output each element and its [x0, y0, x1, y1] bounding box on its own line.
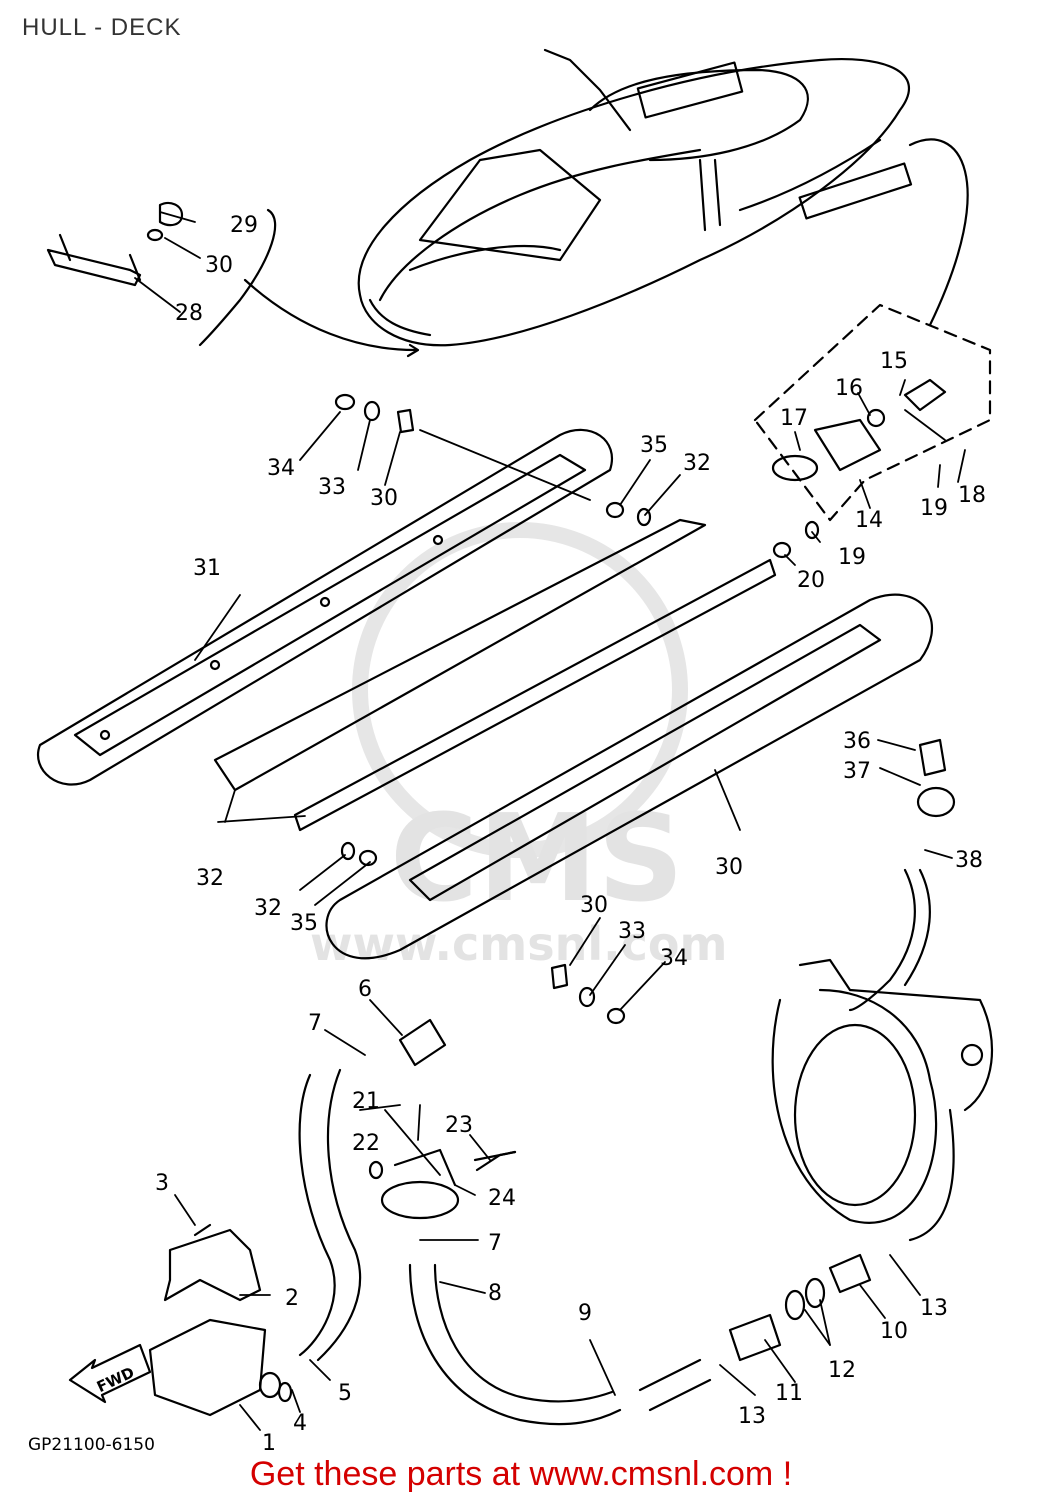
callout-37: 37 [843, 759, 871, 784]
fwd-label: FWD [94, 1363, 137, 1396]
bracket [163, 1228, 262, 1302]
callout-21: 21 [352, 1089, 380, 1114]
vent-hose [848, 868, 916, 1012]
gunwale-rail-28 [325, 593, 933, 960]
callout-20: 20 [797, 568, 825, 593]
callout-31: 32 [196, 866, 224, 891]
water-hoses [298, 1068, 712, 1426]
callout-36: 36 [843, 729, 871, 754]
part-code: GP21100-6150 [28, 1435, 155, 1450]
callout-30: 30 [370, 486, 398, 511]
callout-38: 38 [955, 848, 983, 873]
callout-15: 15 [880, 349, 908, 374]
callout-2: 2 [285, 1286, 299, 1311]
fittings [728, 1253, 872, 1362]
callout-10: 10 [880, 1319, 908, 1344]
callout-24: 24 [488, 1186, 516, 1211]
parts-link[interactable]: Get these parts at www.cmsnl.com ! [249, 1455, 793, 1493]
muffler-housing [771, 958, 994, 1242]
callout-29: 31 [193, 556, 221, 581]
callout-23: 23 [445, 1113, 473, 1138]
leader-lines [134, 211, 966, 1431]
callout-7b: 7 [488, 1231, 502, 1256]
arrow-to-hull [243, 278, 417, 352]
callout-16: 16 [835, 376, 863, 401]
callout-12: 12 [828, 1358, 856, 1383]
callout-33: 33 [318, 475, 346, 500]
callout-13b: 13 [920, 1296, 948, 1321]
callout-35: 35 [640, 433, 668, 458]
watermark: CMS www.cmsnl.com [310, 522, 727, 971]
callout-5: 5 [338, 1381, 352, 1406]
water-box [148, 1318, 282, 1417]
gunwale-rail-29 [37, 428, 613, 786]
callout-7a: 7 [308, 1011, 322, 1036]
callout-35b: 35 [290, 911, 318, 936]
fasteners [193, 393, 956, 1403]
callout-30b: 30 [580, 893, 608, 918]
callout-13a: 13 [738, 1404, 766, 1429]
callout-3: 3 [155, 1171, 169, 1196]
arrow-to-hull-right [908, 138, 969, 327]
diagram-title: HULL - DECK [22, 14, 182, 41]
callout-14: 14 [855, 508, 883, 533]
callout-34b: 34 [660, 946, 688, 971]
callout-28: 30 [715, 855, 743, 880]
callout-11: 11 [775, 1381, 803, 1406]
callout-33b: 33 [618, 919, 646, 944]
callout-labels: 29 30 28 34 33 30 35 32 31 15 16 17 18 1… [28, 213, 986, 1450]
callout-25: 28 [175, 301, 203, 326]
mounting-strip [213, 518, 777, 832]
strainer [380, 1148, 517, 1220]
callout-9: 9 [578, 1301, 592, 1326]
callout-32b: 32 [254, 896, 282, 921]
watermark-url: www.cmsnl.com [310, 917, 727, 971]
watermark-brand: CMS [390, 790, 684, 929]
callout-19a: 19 [920, 496, 948, 521]
callout-6: 6 [358, 977, 372, 1002]
callout-22: 22 [352, 1131, 380, 1156]
callout-1: 1 [262, 1431, 276, 1450]
callout-8: 8 [488, 1281, 502, 1306]
callout-4: 4 [293, 1411, 307, 1436]
exploded-parts-diagram: CMS www.cmsnl.com [28, 48, 994, 1450]
callout-27: 30 [205, 253, 233, 278]
forward-arrow [68, 1343, 152, 1404]
callout-34: 34 [267, 456, 295, 481]
callout-26: 29 [230, 213, 258, 238]
callout-17: 17 [780, 406, 808, 431]
callout-19b: 19 [838, 545, 866, 570]
vent-cover-assembly [753, 303, 992, 522]
elbow-fitting [398, 1018, 447, 1067]
watercraft-hull [357, 48, 913, 347]
callout-32: 32 [683, 451, 711, 476]
callout-18: 18 [958, 483, 986, 508]
rail-bolt-assembly [46, 201, 184, 287]
